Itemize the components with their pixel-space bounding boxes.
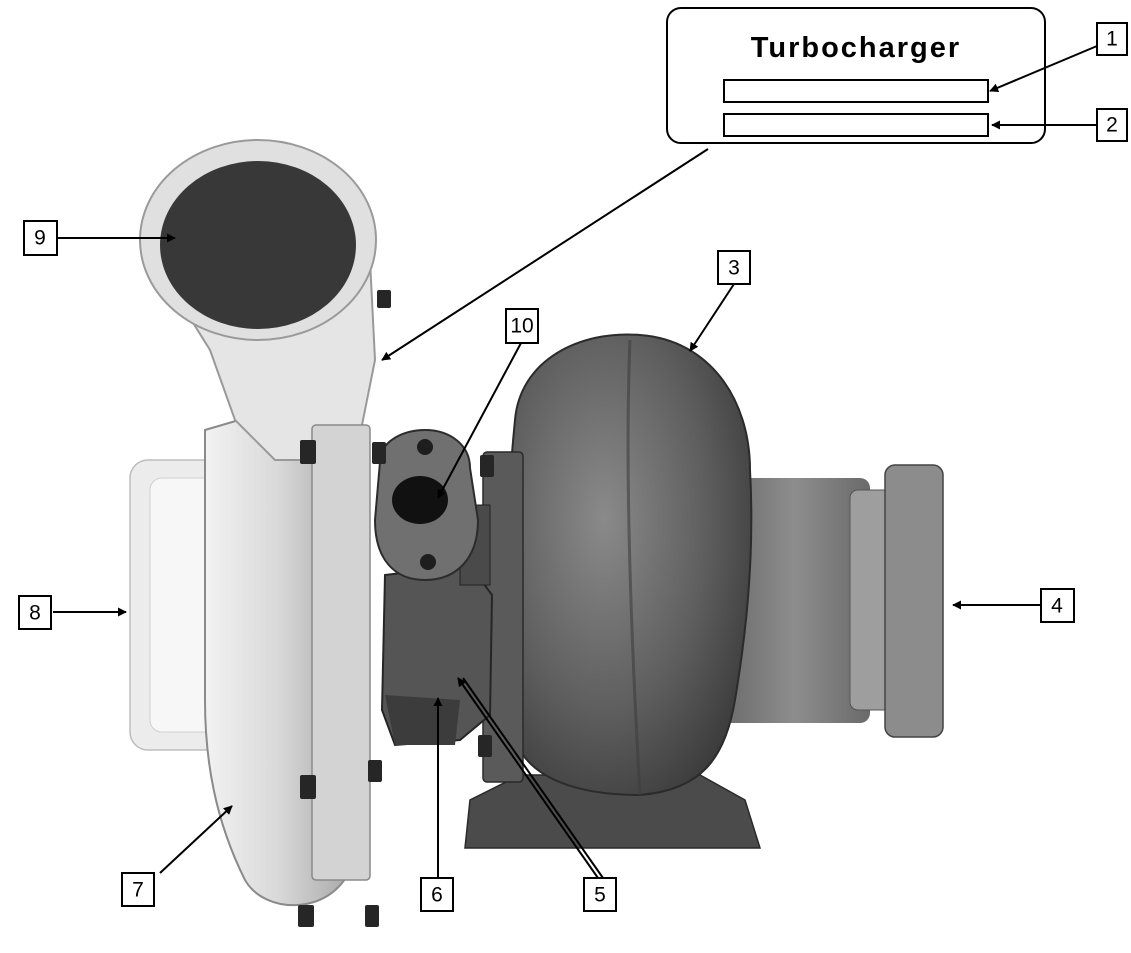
callout-2: 2 — [1096, 108, 1128, 142]
callout-3: 3 — [717, 250, 751, 285]
compressor-backplate — [311, 424, 371, 881]
bolt — [478, 735, 492, 757]
label-card-field-1 — [723, 79, 989, 103]
callout-1: 1 — [1096, 22, 1128, 56]
leader-3 — [689, 283, 735, 352]
leader-10 — [437, 342, 522, 499]
turbine-outlet-flange — [884, 464, 944, 738]
oil-inlet-port — [392, 476, 448, 524]
turbine-housing-seam — [626, 339, 642, 796]
bolt — [365, 905, 379, 927]
leader-1 — [989, 45, 1098, 93]
bolt — [300, 440, 316, 464]
callout-8: 8 — [18, 595, 52, 630]
bolt — [300, 775, 316, 799]
svg-text:9: 9 — [34, 227, 46, 250]
svg-text:3: 3 — [728, 257, 740, 280]
bolt — [372, 442, 386, 464]
callout-4: 4 — [1040, 588, 1075, 623]
callout-5: 5 — [583, 877, 617, 912]
housing-bolts — [298, 290, 494, 927]
leader-7 — [159, 805, 233, 874]
svg-text:1: 1 — [1106, 28, 1118, 51]
bolt — [368, 760, 382, 782]
label-card-title: Turbocharger — [751, 32, 961, 64]
callout-10: 10 — [505, 308, 539, 344]
svg-text:10: 10 — [510, 315, 533, 338]
svg-text:4: 4 — [1051, 595, 1063, 618]
svg-text:6: 6 — [431, 884, 443, 907]
leader-label-card — [381, 148, 709, 361]
label-card-field-2 — [723, 113, 989, 137]
turbine-outlet-pipe — [720, 478, 870, 723]
label-card-frame — [666, 7, 1046, 144]
compressor-outlet-opening — [160, 161, 356, 329]
center-housing-lip — [385, 695, 460, 745]
turbocharger-illustration — [129, 139, 944, 927]
svg-text:7: 7 — [132, 879, 144, 902]
callout-6: 6 — [420, 877, 454, 912]
svg-text:2: 2 — [1106, 114, 1118, 137]
leader-5b — [462, 677, 604, 879]
oil-inlet-bolt-hole-bottom — [420, 554, 436, 570]
oil-inlet-bolt-hole-top — [417, 439, 433, 455]
bolt — [480, 455, 494, 477]
bolt — [298, 905, 314, 927]
identification-label-card: Turbocharger — [666, 7, 1046, 144]
callout-7: 7 — [121, 872, 155, 907]
leader-lines — [53, 45, 1098, 879]
leader-5a — [457, 677, 599, 879]
svg-text:8: 8 — [29, 602, 41, 625]
bolt — [377, 290, 391, 308]
svg-text:5: 5 — [594, 884, 606, 907]
callout-9: 9 — [23, 220, 58, 256]
